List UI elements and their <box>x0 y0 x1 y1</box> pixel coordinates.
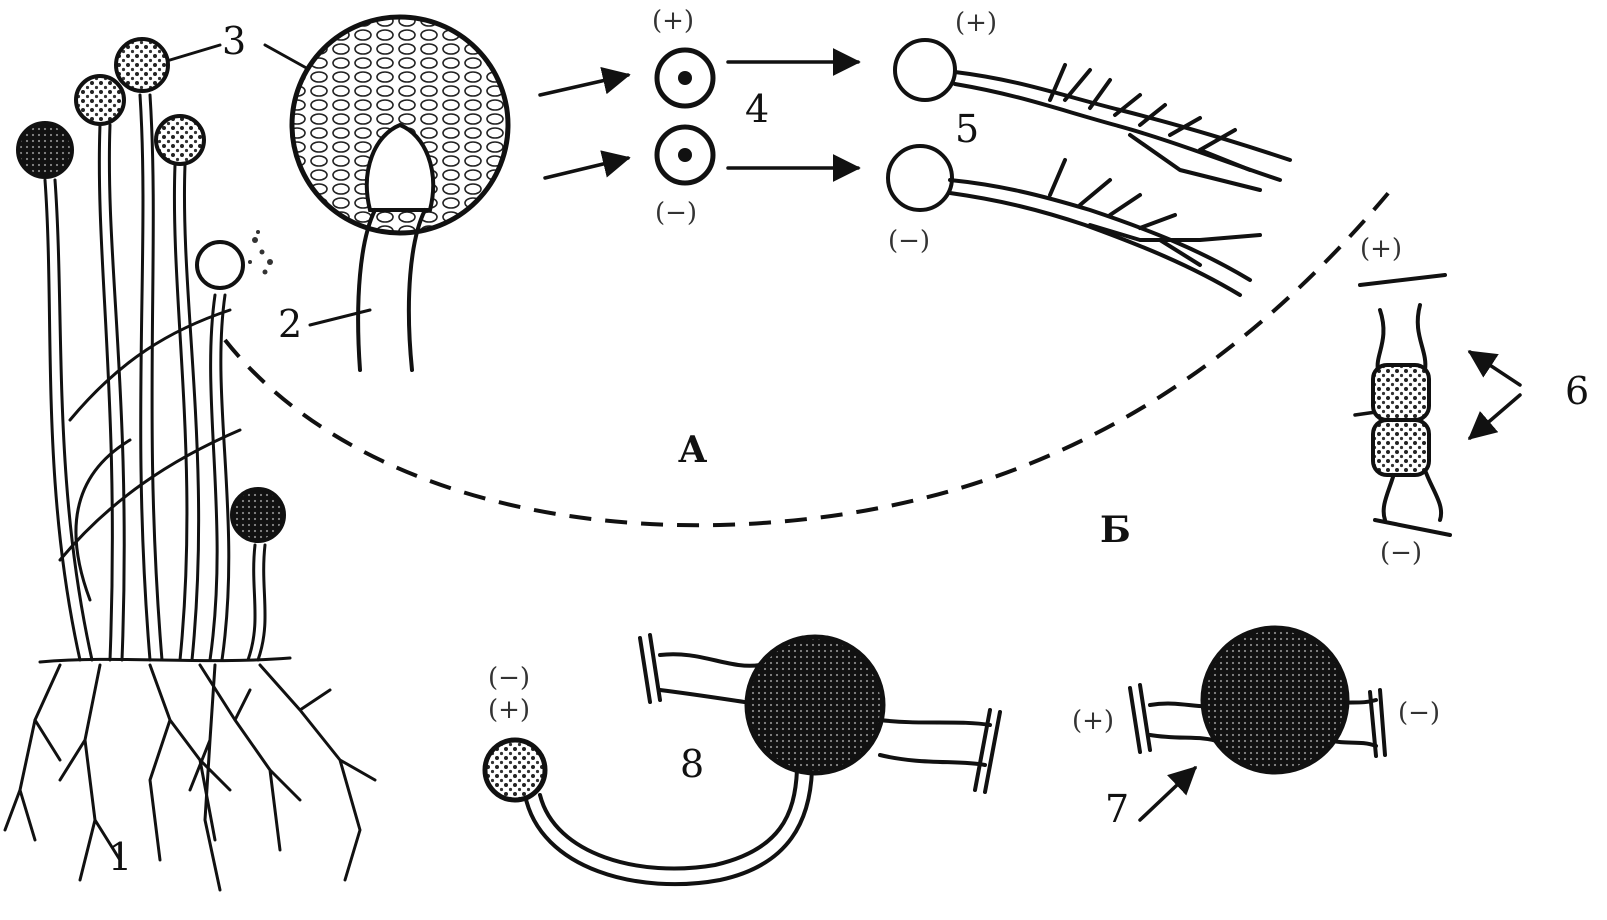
label-4: 4 <box>745 90 769 128</box>
phase-label-asexual: А <box>678 432 707 468</box>
sign-mycelium-plus: (+) <box>955 10 997 36</box>
label-3: 3 <box>222 22 246 60</box>
sign-conjugation-plus: (+) <box>1360 236 1402 262</box>
label-7: 7 <box>1105 790 1129 828</box>
label-1: 1 <box>108 838 132 876</box>
zygospore-germination <box>485 635 1000 884</box>
label-5: 5 <box>955 110 979 148</box>
sporangium-section <box>292 17 508 370</box>
sign-mycelium-minus: (−) <box>888 228 930 254</box>
spores <box>657 50 713 183</box>
zygospore-stage <box>1130 628 1385 772</box>
cycle-dashed-curve <box>225 185 1395 525</box>
sign-zygospore-plus: (+) <box>1072 708 1114 734</box>
phase-label-sexual: Б <box>1100 512 1131 548</box>
sign-zygospore-minus: (−) <box>1398 700 1440 726</box>
sign-spore-minus: (−) <box>655 200 697 226</box>
sign-conjugation-minus: (−) <box>1380 540 1422 566</box>
sign-germ-minus: (−) <box>488 665 530 691</box>
sign-germ-plus: (+) <box>488 697 530 723</box>
label-6: 6 <box>1565 372 1589 410</box>
label-8: 8 <box>680 745 704 783</box>
germinating-mycelia <box>888 40 1290 295</box>
sign-spore-plus: (+) <box>652 8 694 34</box>
conjugation-stage <box>1360 275 1520 535</box>
label-2: 2 <box>278 305 302 343</box>
